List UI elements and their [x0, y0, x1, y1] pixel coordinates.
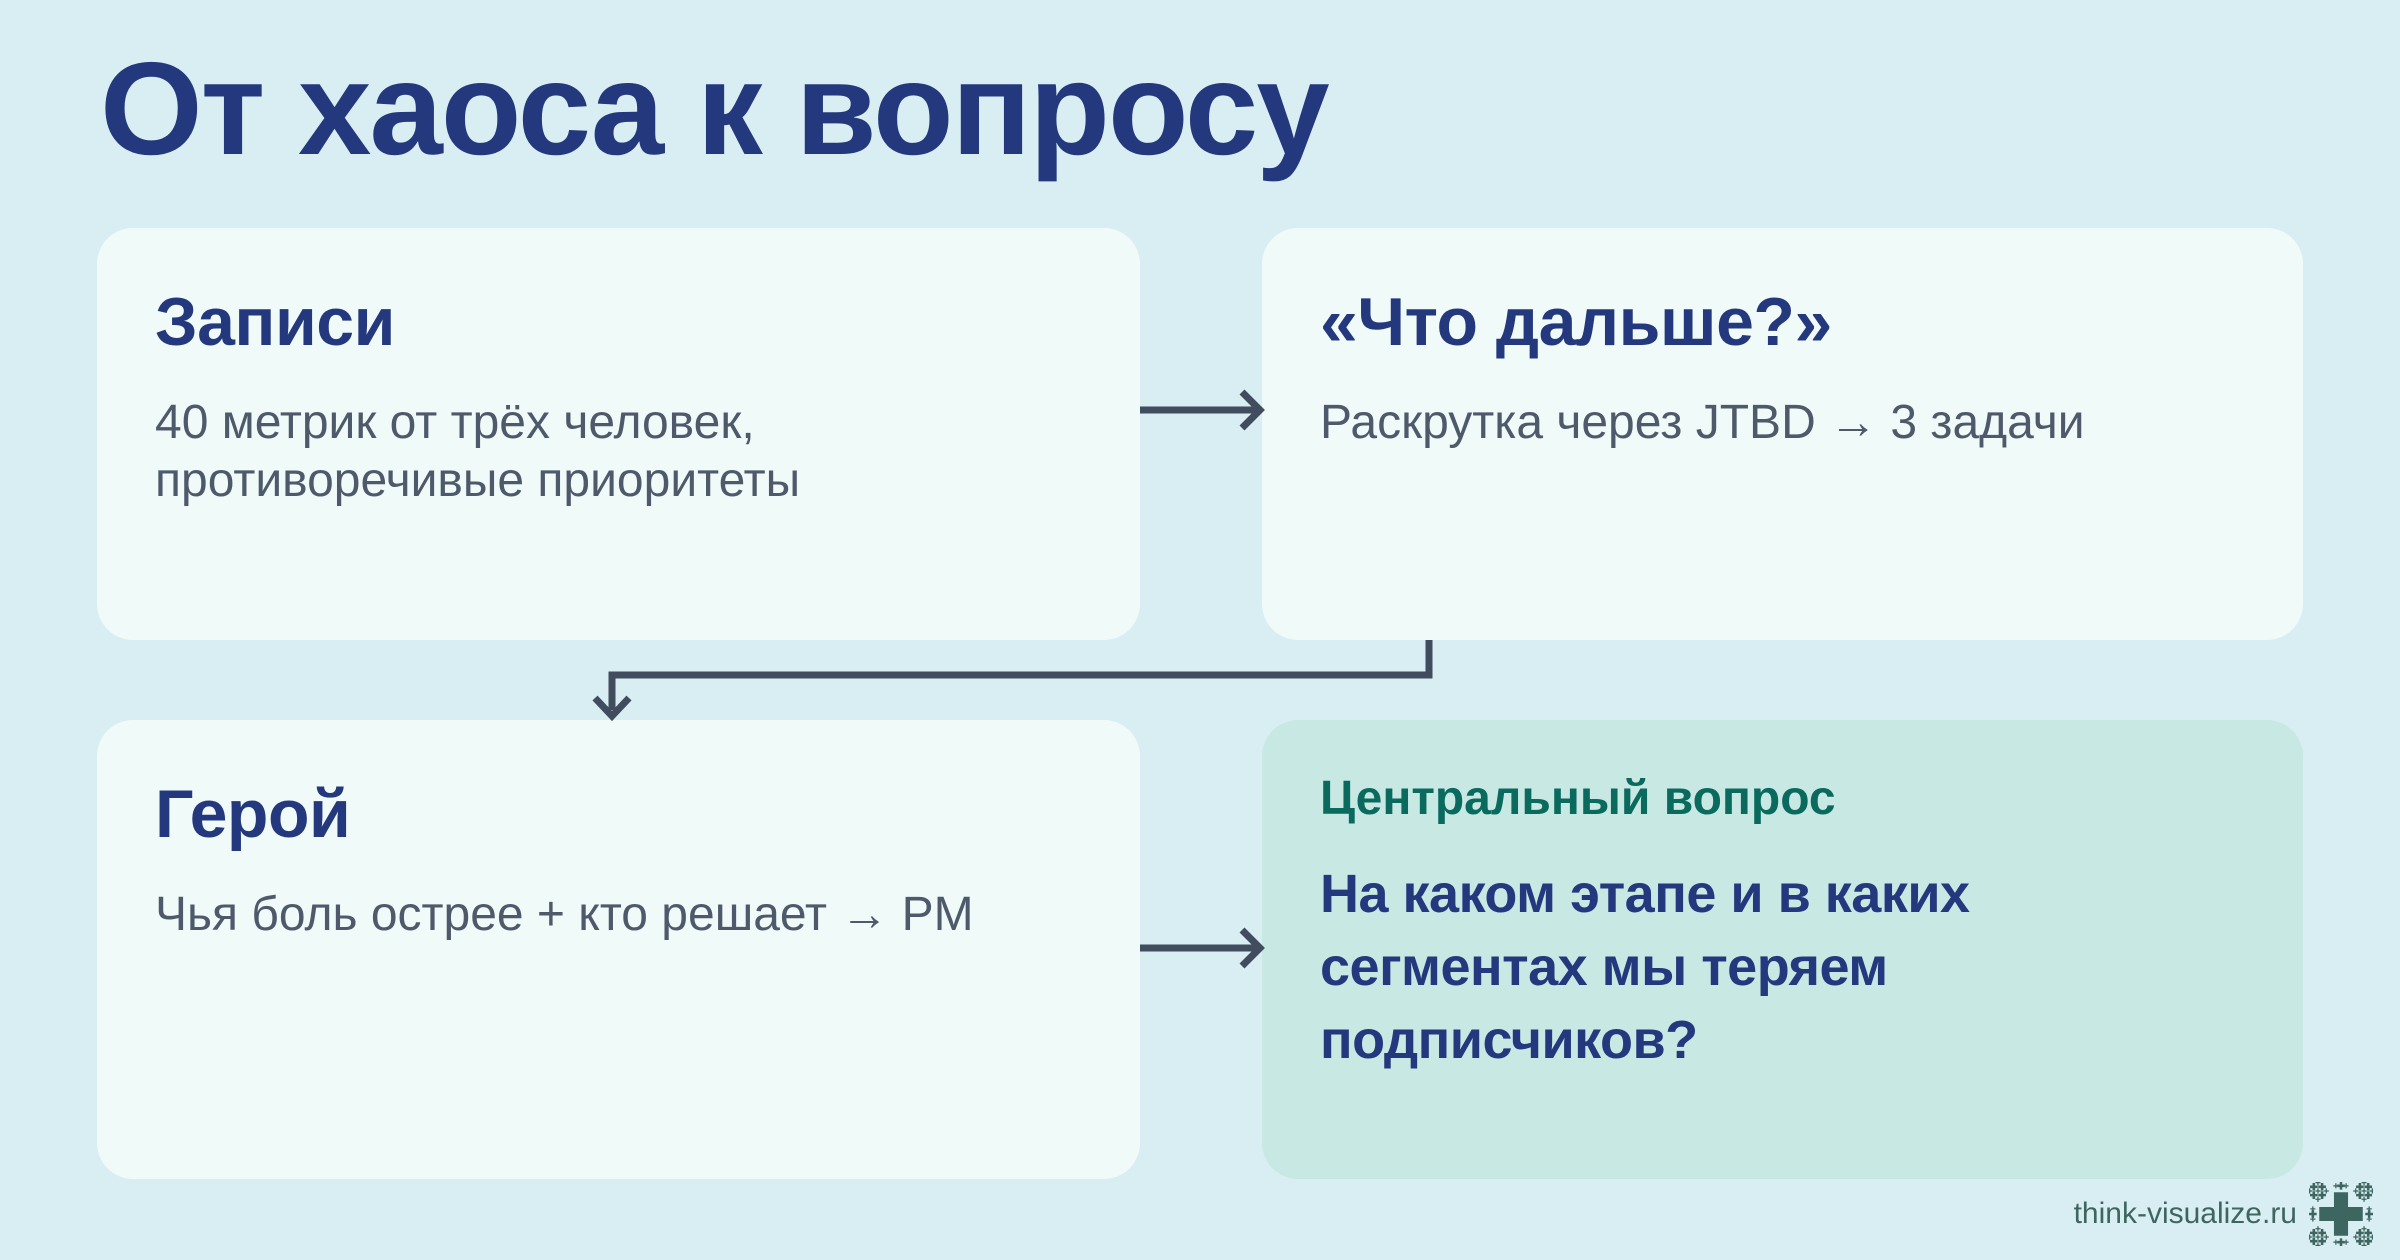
arrow-notes-to-whats-next: [1140, 389, 1265, 431]
card-central-question-text: На каком этапе и в каких сегментах мы те…: [1320, 863, 1970, 1070]
card-hero: Герой Чья боль острее + кто решает → PM: [97, 720, 1140, 1179]
footer: think-visualize.ru: [2074, 1182, 2373, 1246]
card-notes-heading: Записи: [155, 284, 395, 360]
arrow-whats-next-to-hero: [592, 640, 1433, 722]
arrow-hero-to-central-question: [1140, 927, 1265, 969]
card-whats-next-body: Раскрутка через JTBD → 3 задачи: [1320, 395, 2085, 449]
card-whats-next-heading: «Что дальше?»: [1320, 284, 1832, 360]
card-whats-next: «Что дальше?» Раскрутка через JTBD → 3 з…: [1262, 228, 2303, 640]
card-hero-heading: Герой: [155, 776, 351, 852]
think-visualize-logo-icon: [2309, 1182, 2373, 1246]
card-central-label: Центральный вопрос: [1320, 772, 1836, 825]
footer-site-text: think-visualize.ru: [2073, 1197, 2297, 1230]
card-hero-body: Чья боль острее + кто решает → PM: [155, 887, 974, 941]
card-central-question: Центральный вопрос На каком этапе и в ка…: [1262, 720, 2303, 1179]
page-title: От хаоса к вопросу: [100, 35, 1330, 182]
card-notes: Записи 40 метрик от трёх человек, против…: [97, 228, 1140, 640]
card-notes-body: 40 метрик от трёх человек, противоречивы…: [155, 395, 801, 508]
